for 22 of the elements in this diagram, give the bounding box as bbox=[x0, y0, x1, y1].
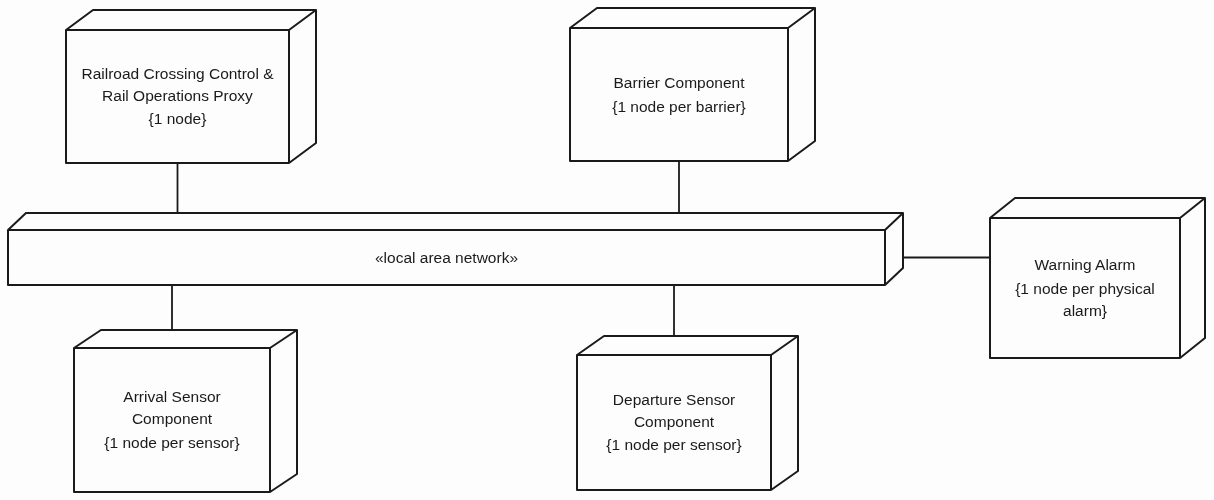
connector-line bbox=[678, 160, 680, 214]
node-name: Warning Alarm bbox=[1034, 255, 1136, 276]
deployment-node bbox=[66, 10, 316, 163]
deployment-node bbox=[570, 8, 815, 161]
deployment-node bbox=[577, 336, 798, 490]
node-name: Arrival Sensor Component bbox=[122, 387, 222, 430]
node-constraint: {1 node} bbox=[148, 109, 207, 130]
connector-line bbox=[176, 162, 179, 214]
connector-line bbox=[902, 256, 991, 259]
node-name: Barrier Component bbox=[613, 72, 745, 93]
deployment-node bbox=[8, 213, 903, 285]
node-constraint: {1 node per physical alarm} bbox=[1014, 279, 1156, 321]
node-constraint: {1 node per sensor} bbox=[104, 432, 240, 453]
node-constraint: {1 node per sensor} bbox=[606, 435, 742, 456]
node-name: «local area network» bbox=[375, 247, 518, 268]
deployment-node bbox=[990, 198, 1205, 358]
connector-line bbox=[171, 284, 173, 331]
connector-line bbox=[673, 284, 675, 337]
node-name: Railroad Crossing Control & Rail Operations Proxy bbox=[80, 63, 275, 106]
node-name: Departure Sensor Component bbox=[611, 389, 737, 432]
deployment-node bbox=[74, 330, 297, 492]
node-constraint: {1 node per barrier} bbox=[612, 96, 746, 117]
